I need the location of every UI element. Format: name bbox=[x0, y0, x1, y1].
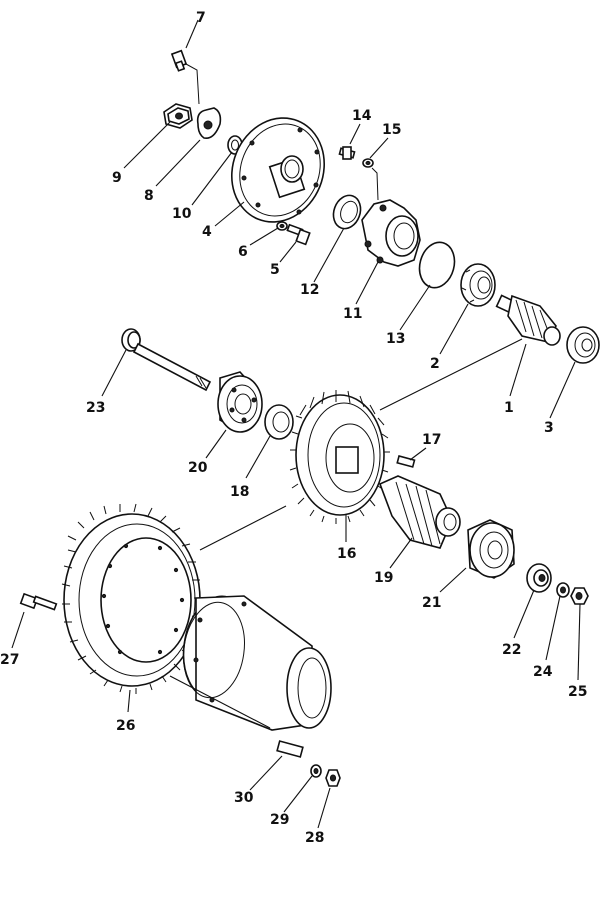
part-13-o-ring bbox=[418, 241, 456, 289]
callout-2: 2 bbox=[430, 356, 440, 372]
hub-housing bbox=[182, 595, 332, 731]
callout-3: 3 bbox=[544, 420, 554, 436]
callout-15: 15 bbox=[382, 122, 401, 138]
part-3-bearing bbox=[566, 326, 600, 364]
part-2-bearing bbox=[460, 263, 496, 307]
callout-23: 23 bbox=[86, 400, 105, 416]
callout-8: 8 bbox=[144, 188, 154, 204]
part-5-bolt bbox=[286, 223, 311, 246]
part-4-cover-plate bbox=[230, 117, 326, 223]
part-15-washer bbox=[362, 158, 379, 201]
callout-21: 21 bbox=[422, 595, 441, 611]
part-23-long-bolt bbox=[121, 328, 212, 392]
callout-11: 11 bbox=[343, 306, 362, 322]
callout-27: 27 bbox=[0, 652, 19, 668]
callout-20: 20 bbox=[188, 460, 208, 476]
callout-6: 6 bbox=[238, 244, 248, 260]
callout-30: 30 bbox=[234, 790, 254, 806]
part-7-bolt bbox=[170, 49, 200, 105]
callout-10: 10 bbox=[172, 206, 192, 222]
callout-29: 29 bbox=[270, 812, 289, 828]
callout-7: 7 bbox=[196, 10, 206, 26]
part-16-gear bbox=[289, 390, 390, 524]
part-8-lock-plate bbox=[196, 107, 222, 140]
part-12-seal bbox=[332, 194, 362, 230]
callout-25: 25 bbox=[568, 684, 587, 700]
part-30-bolt bbox=[276, 740, 304, 758]
callout-18: 18 bbox=[230, 484, 249, 500]
callout-leaders bbox=[11, 19, 581, 829]
callout-16: 16 bbox=[337, 546, 356, 562]
callout-14: 14 bbox=[352, 108, 372, 124]
callout-17: 17 bbox=[422, 432, 441, 448]
callout-5: 5 bbox=[270, 262, 280, 278]
part-22-flange-washer bbox=[526, 563, 552, 593]
callout-26: 26 bbox=[116, 718, 135, 734]
part-17-key bbox=[396, 455, 416, 468]
part-11-housing bbox=[361, 199, 421, 267]
callout-12: 12 bbox=[300, 282, 319, 298]
part-6-washer bbox=[276, 221, 288, 231]
callout-4: 4 bbox=[202, 224, 212, 240]
callout-labels: 7 9 8 10 4 6 5 14 15 12 11 13 2 1 3 23 2… bbox=[0, 10, 587, 846]
callout-24: 24 bbox=[533, 664, 553, 680]
part-9-nut bbox=[163, 103, 193, 129]
part-27-bolt bbox=[19, 592, 58, 611]
callout-19: 19 bbox=[374, 570, 393, 586]
part-26-ring-gear bbox=[61, 503, 202, 694]
part-18-spacer bbox=[264, 404, 294, 440]
part-20-bearing bbox=[217, 371, 263, 433]
callout-13: 13 bbox=[386, 331, 405, 347]
part-14-bolt bbox=[338, 146, 356, 160]
part-29-washer bbox=[310, 764, 322, 778]
part-24-washer bbox=[556, 582, 570, 598]
part-28-nut bbox=[325, 769, 341, 787]
callout-9: 9 bbox=[112, 170, 122, 186]
part-1-pinion-shaft bbox=[495, 294, 561, 346]
part-19-pinion bbox=[378, 475, 461, 549]
callout-22: 22 bbox=[502, 642, 521, 658]
part-25-nut bbox=[570, 587, 589, 605]
callout-28: 28 bbox=[305, 830, 324, 846]
callout-1: 1 bbox=[504, 400, 514, 416]
part-21-bearing bbox=[467, 519, 515, 579]
assembly-lines bbox=[169, 338, 523, 729]
